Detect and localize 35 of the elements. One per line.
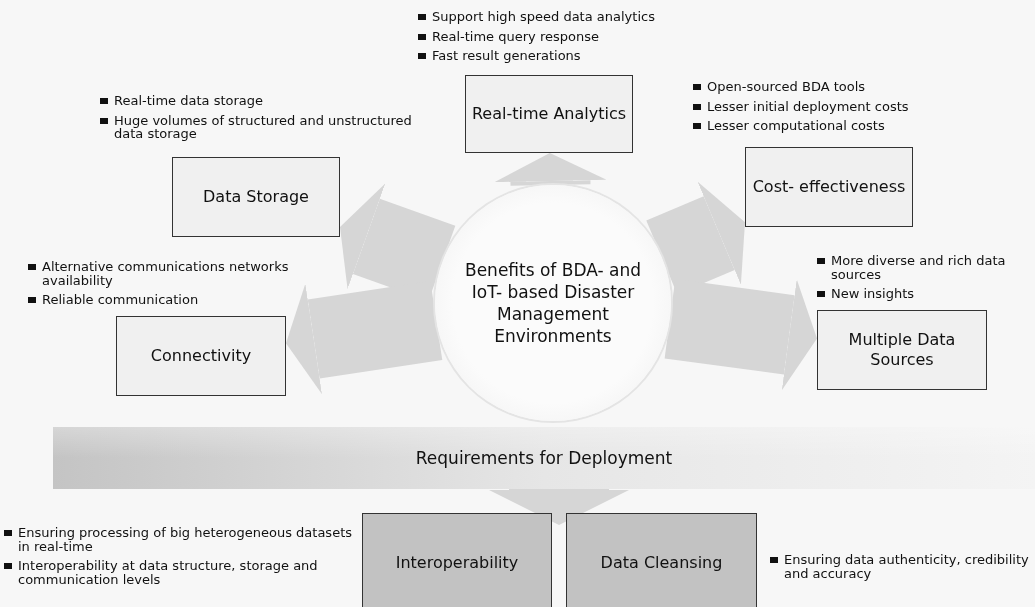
bullet-text: Lesser computational costs (707, 119, 885, 133)
bullet-text: Ensuring processing of big heterogeneous datasets in real-time (18, 526, 353, 554)
node-label: Data Storage (203, 187, 309, 207)
benefit-box (116, 316, 286, 396)
bullet-text: Ensuring data authenticity, credibility and accuracy (784, 553, 1030, 581)
node-label: Cost- effectiveness (752, 177, 906, 197)
bullet-text: Open-sourced BDA tools (707, 80, 866, 94)
node-label: Data Cleansing (600, 553, 723, 573)
bullet-text: Real-time query response (432, 29, 599, 44)
bullet-text: New insights (831, 287, 915, 301)
benefit-box (465, 75, 633, 153)
bullet-text: Interoperability at data structure, storage and communication levels (18, 559, 319, 587)
bullet-text: Support high speed data analytics (432, 10, 655, 24)
bullet-text: Fast result generations (432, 49, 581, 63)
benefit-box (745, 147, 913, 227)
requirements-band (53, 427, 1035, 489)
node-label: Interoperability (395, 553, 519, 573)
bullet-text: Real-time data storage (114, 94, 264, 108)
bullet-text: Huge volumes of structured and unstructured data storage (114, 113, 413, 141)
bullet-text: Lesser initial deployment costs (707, 99, 909, 114)
node-label: Requirements for Deployment (415, 448, 673, 468)
benefit-box (172, 157, 340, 237)
node-label: Benefits of BDA- and IoT- based Disaster Management Environments (464, 258, 642, 348)
bullet-text: Alternative communications networks availability (42, 260, 290, 288)
node-label: Connectivity (150, 346, 252, 366)
block-arrow (494, 153, 607, 186)
benefit-box (817, 310, 987, 390)
node-label: Multiple Data Sources (847, 330, 957, 370)
block-arrow (489, 489, 629, 525)
block-arrow (664, 279, 817, 391)
requirement-box (566, 513, 757, 607)
bullet-text: More diverse and rich data sources (831, 254, 1007, 282)
bullet-text: Reliable communication (42, 293, 199, 307)
requirement-box (362, 513, 552, 607)
node-label: Real-time Analytics (471, 104, 627, 124)
